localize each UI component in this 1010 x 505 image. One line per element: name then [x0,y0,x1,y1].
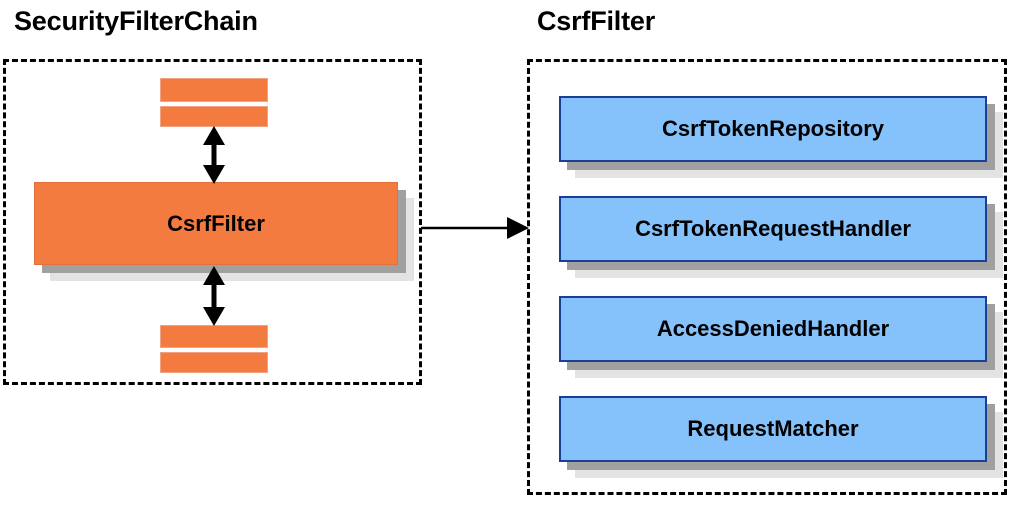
node-face [559,396,987,462]
component-label: CsrfTokenRepository [661,116,885,141]
right-panel-title: CsrfFilter [537,6,656,36]
node-face [559,196,987,262]
component-label: RequestMatcher [687,416,859,441]
csrf-filter-label: CsrfFilter [167,210,265,236]
component-label: AccessDeniedHandler [656,316,890,341]
arrow-down-chain [200,266,228,326]
filter-bar-bottom-1 [160,325,268,348]
csrf-filter-node[interactable]: CsrfFilter [34,182,414,281]
csrf-filter-detail-panel [527,59,1007,495]
filter-bar-bottom-2 [160,352,268,373]
component-node-request-matcher[interactable]: RequestMatcher [559,396,1003,478]
filter-bar-top-1 [160,78,268,102]
node-face [34,182,398,265]
security-filter-chain-panel [3,59,422,385]
component-node-csrf-token-repository[interactable]: CsrfTokenRepository [559,96,1003,178]
component-node-access-denied-handler[interactable]: AccessDeniedHandler [559,296,1003,378]
arrow-up-chain [200,126,228,184]
filter-bar-top-2 [160,106,268,127]
node-face [559,296,987,362]
component-label: CsrfTokenRequestHandler [635,216,911,241]
node-face [559,96,987,162]
component-node-csrf-token-request-handler[interactable]: CsrfTokenRequestHandler [559,196,1003,278]
left-panel-title: SecurityFilterChain [14,6,258,36]
arrow-csrffilter-to-detail [421,215,531,241]
